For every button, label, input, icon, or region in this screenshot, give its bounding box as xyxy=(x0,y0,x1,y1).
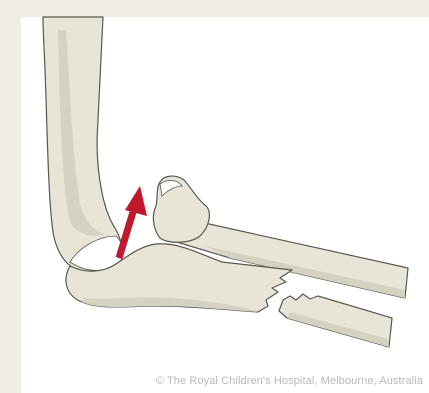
humerus-bone xyxy=(43,17,122,272)
copyright-credit: © The Royal Children's Hospital, Melbour… xyxy=(156,375,423,387)
